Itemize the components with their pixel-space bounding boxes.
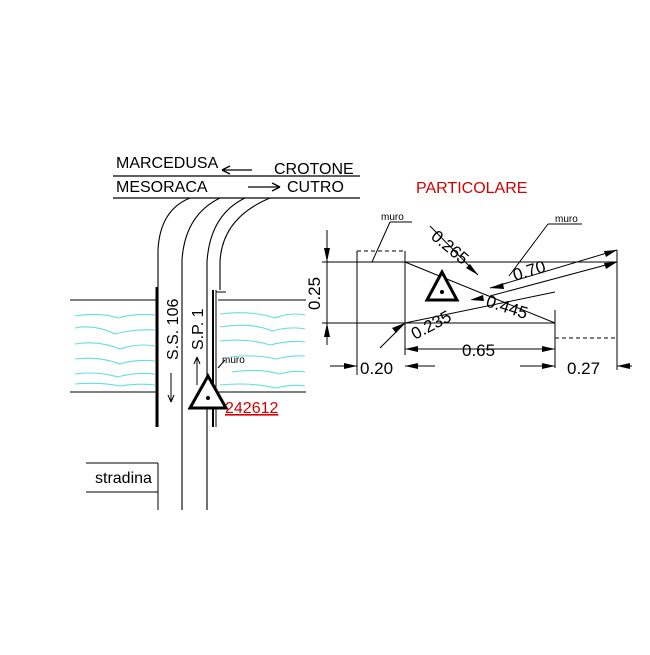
detail-title: PARTICOLARE xyxy=(416,180,527,197)
site-code: 242612 xyxy=(225,400,278,417)
direction-lines xyxy=(113,165,360,199)
dim-0-235: 0.235 xyxy=(408,307,454,344)
road-arrows xyxy=(167,356,201,403)
dim-0-445: 0.445 xyxy=(484,292,530,323)
label-crotone: CROTONE xyxy=(274,161,354,178)
detail-arrowheads xyxy=(324,248,630,369)
label-marcedusa: MARCEDUSA xyxy=(116,155,219,172)
site-marker-icon xyxy=(187,372,229,410)
detail-muro-right: muro xyxy=(555,214,578,225)
water-lines xyxy=(74,312,306,389)
river-borders xyxy=(70,299,306,393)
dim-0-27: 0.27 xyxy=(567,359,600,378)
label-sp1: S.P. 1 xyxy=(190,308,207,350)
detail-marker-icon xyxy=(424,268,460,302)
dim-0-20: 0.20 xyxy=(360,359,393,378)
dim-0-70: 0.70 xyxy=(511,257,548,285)
label-cutro: CUTRO xyxy=(287,179,344,196)
dim-0-25: 0.25 xyxy=(305,277,324,310)
stradina-road xyxy=(86,462,159,510)
label-site-muro: muro xyxy=(222,355,245,366)
label-ss106: S.S. 106 xyxy=(165,299,182,360)
label-stradina: stradina xyxy=(95,470,152,487)
label-mesoraca: MESORACA xyxy=(116,179,208,196)
site-wall-leader xyxy=(217,359,226,369)
dim-0-65: 0.65 xyxy=(462,341,495,360)
detail-muro-left: muro xyxy=(381,212,404,223)
